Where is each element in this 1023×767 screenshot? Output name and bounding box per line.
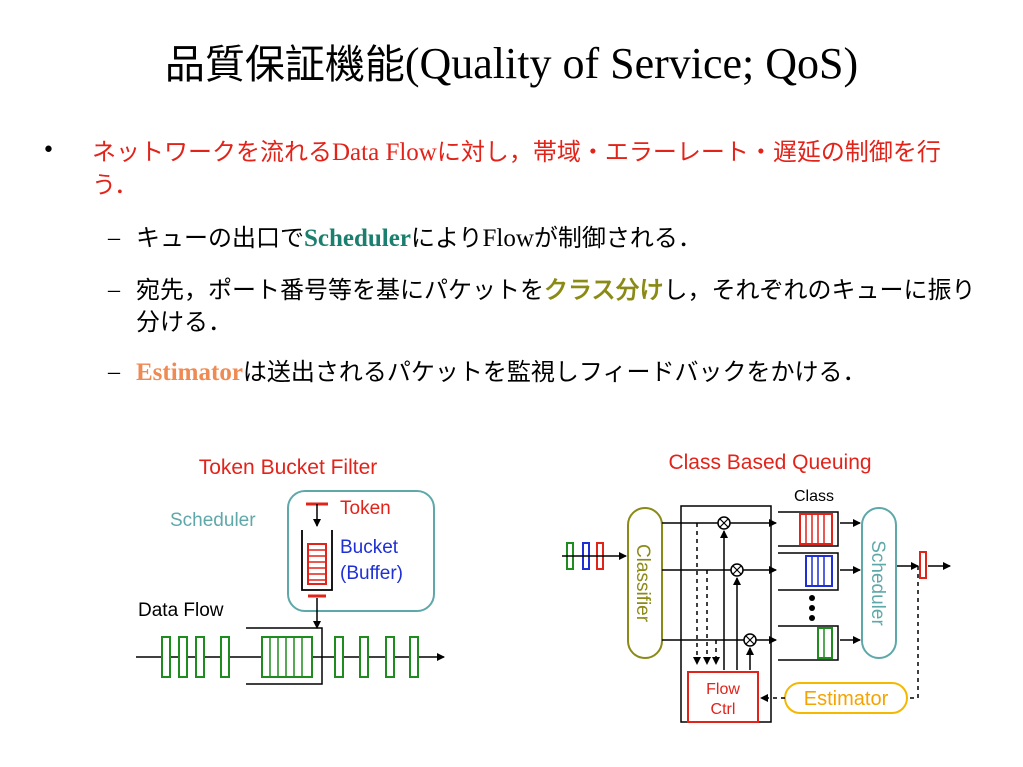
queue-blue xyxy=(805,555,833,587)
token-bucket-filter-diagram: Token Bucket Filter Scheduler Token Buck… xyxy=(136,456,445,685)
scheduler-to-estimator xyxy=(908,566,919,699)
sub-bullet-estimator-text: Estimatorは送出されるパケットを監視しフィードバックをかける． xyxy=(136,356,978,389)
queue-ellipsis xyxy=(809,595,815,621)
dash-marker: – xyxy=(108,277,120,303)
tbf-scheduler-box xyxy=(287,490,435,612)
slide-title: 品質保証機能(Quality of Service; QoS) xyxy=(0,36,1023,93)
title-jp: 品質保証機能 xyxy=(164,42,405,88)
sub-bullet-classify: – 宛先，ポート番号等を基にパケットをクラス分けし，それぞれのキューに振り分ける… xyxy=(108,274,978,338)
sub1-part5: が制御される． xyxy=(533,224,702,252)
cbq-out-packet xyxy=(919,551,927,579)
bullet-main-part3: に対し，帯域・エラーレート・遅延の制御を行う． xyxy=(92,138,941,199)
sub2-classify-term: クラス分け xyxy=(544,276,664,304)
flow-ctrl-line2: Ctrl xyxy=(711,701,736,718)
title-en: (Quality of Service; QoS) xyxy=(404,39,859,88)
tbf-packets-out xyxy=(334,636,419,678)
queue-frame-2 xyxy=(778,552,839,591)
queue-red xyxy=(799,513,833,545)
queue-frame-3 xyxy=(778,625,839,661)
tbf-packets-in xyxy=(161,636,230,678)
sub-bullet-classify-text: 宛先，ポート番号等を基にパケットをクラス分けし，それぞれのキューに振り分ける． xyxy=(136,274,978,338)
bullet-main-data-flow: Data Flow xyxy=(332,139,437,166)
tbf-queue-box xyxy=(246,627,323,685)
tbf-scheduler-label: Scheduler xyxy=(170,510,256,531)
flow-ctrl-line1: Flow xyxy=(706,681,740,698)
cbq-scheduler-label: Scheduler xyxy=(867,540,888,626)
cbq-class-label: Class xyxy=(794,488,834,505)
sub1-flow-term: Flow xyxy=(482,225,534,252)
monitor-dashed-lines xyxy=(693,523,720,665)
sub2-part1: 宛先，ポート番号等を基にパケットを xyxy=(136,276,544,304)
class-based-queuing-diagram: Class Based Queuing Class Classifier xyxy=(562,451,951,723)
buffer-label: (Buffer) xyxy=(340,563,403,584)
tbf-title: Token Bucket Filter xyxy=(199,456,378,479)
queue-blue-lines xyxy=(811,556,825,586)
bucket-token-lines xyxy=(308,549,326,581)
bullet-main-text: ネットワークを流れるData Flowに対し，帯域・エラーレート・遅延の制御を行… xyxy=(92,136,982,201)
queue-red-lines xyxy=(805,514,825,544)
bullet-marker: • xyxy=(42,138,55,163)
flow-ctrl-box xyxy=(687,671,759,723)
multiplier-crosses xyxy=(719,518,755,645)
dash-marker: – xyxy=(108,359,120,385)
sub1-part1: キューの出口で xyxy=(136,224,304,252)
sub-bullet-estimator: – Estimatorは送出されるパケットを監視しフィードバックをかける． xyxy=(108,356,978,389)
sub3-part2: は送出されるパケットを監視しフィードバックをかける． xyxy=(242,358,867,386)
tbf-queued-packet-lines xyxy=(269,637,303,677)
dash-marker: – xyxy=(108,225,120,251)
bullet-main-part1: ネットワークを流れる xyxy=(92,138,332,166)
sub-bullet-scheduler-text: キューの出口でSchedulerによりFlowが制御される． xyxy=(136,222,978,255)
queue-green xyxy=(817,627,833,659)
sub-bullet-scheduler: – キューの出口でSchedulerによりFlowが制御される． xyxy=(108,222,978,255)
sub1-part3: により xyxy=(410,224,483,252)
sub1-scheduler-term: Scheduler xyxy=(304,225,411,252)
token-label: Token xyxy=(340,498,391,519)
data-flow-label: Data Flow xyxy=(138,600,224,621)
cbq-title: Class Based Queuing xyxy=(668,451,871,474)
sub2-part3: し，それぞれのキューに振り分ける． xyxy=(136,276,976,336)
sub3-estimator-term: Estimator xyxy=(136,359,243,386)
bucket-label: Bucket xyxy=(340,537,399,558)
estimator-label: Estimator xyxy=(804,688,889,710)
classifier-box xyxy=(627,507,663,659)
cbq-scheduler-box xyxy=(861,507,897,659)
bucket-shape xyxy=(301,530,333,591)
classifier-label: Classifier xyxy=(632,544,653,623)
queue-frame-1 xyxy=(778,511,839,547)
bullet-main: • ネットワークを流れるData Flowに対し，帯域・エラーレート・遅延の制御… xyxy=(42,136,982,201)
